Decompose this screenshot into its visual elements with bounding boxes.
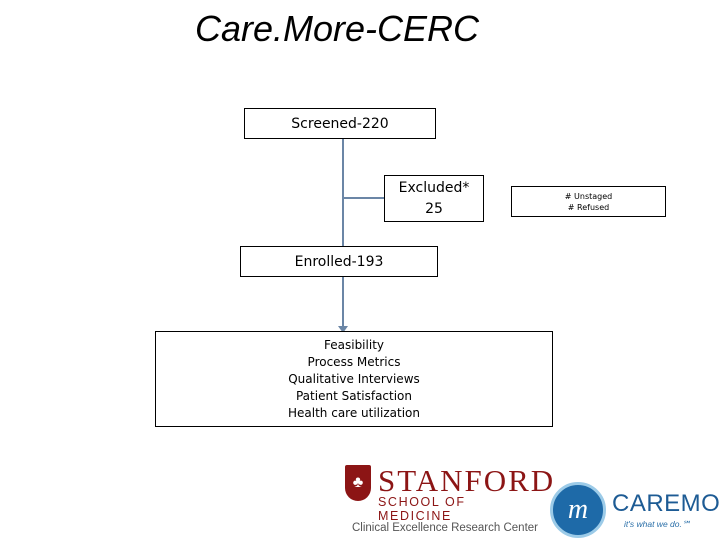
outcome-item: Health care utilization (288, 405, 420, 420)
page-title: Care.More-CERC (195, 8, 480, 49)
outcomes-box: Feasibility Process Metrics Qualitative … (155, 331, 553, 427)
screened-box: Screened-220 (244, 108, 436, 139)
exclusion-notes-box: # Unstaged # Refused (511, 186, 666, 217)
stanford-center: Clinical Excellence Research Center (352, 522, 538, 534)
screened-label: Screened-220 (291, 115, 389, 132)
stanford-name: STANFORD (378, 463, 556, 498)
caremore-logo: m CAREMORE it's what we do.℠ (546, 478, 720, 540)
note-refused: # Refused (567, 202, 610, 212)
outcome-item: Qualitative Interviews (288, 371, 420, 386)
excluded-count: 25 (425, 200, 443, 217)
stanford-shield-icon: ♣ (345, 465, 371, 501)
excluded-label: Excluded* (398, 179, 470, 196)
note-unstaged: # Unstaged (564, 191, 613, 201)
outcome-item: Feasibility (324, 337, 384, 352)
caremore-name: CAREMORE (612, 490, 720, 517)
enrolled-box: Enrolled-193 (240, 246, 438, 277)
outcome-item: Process Metrics (307, 354, 401, 369)
outcome-item: Patient Satisfaction (295, 388, 413, 403)
stanford-logo: ♣ STANFORD SCHOOL OF MEDICINE Clinical E… (340, 463, 553, 540)
excluded-box: Excluded* 25 (384, 175, 484, 222)
enrolled-label: Enrolled-193 (294, 253, 384, 270)
caremore-tagline: it's what we do.℠ (624, 519, 691, 529)
stanford-school: SCHOOL OF MEDICINE (378, 495, 466, 523)
caremore-mark-icon: m (550, 482, 606, 538)
